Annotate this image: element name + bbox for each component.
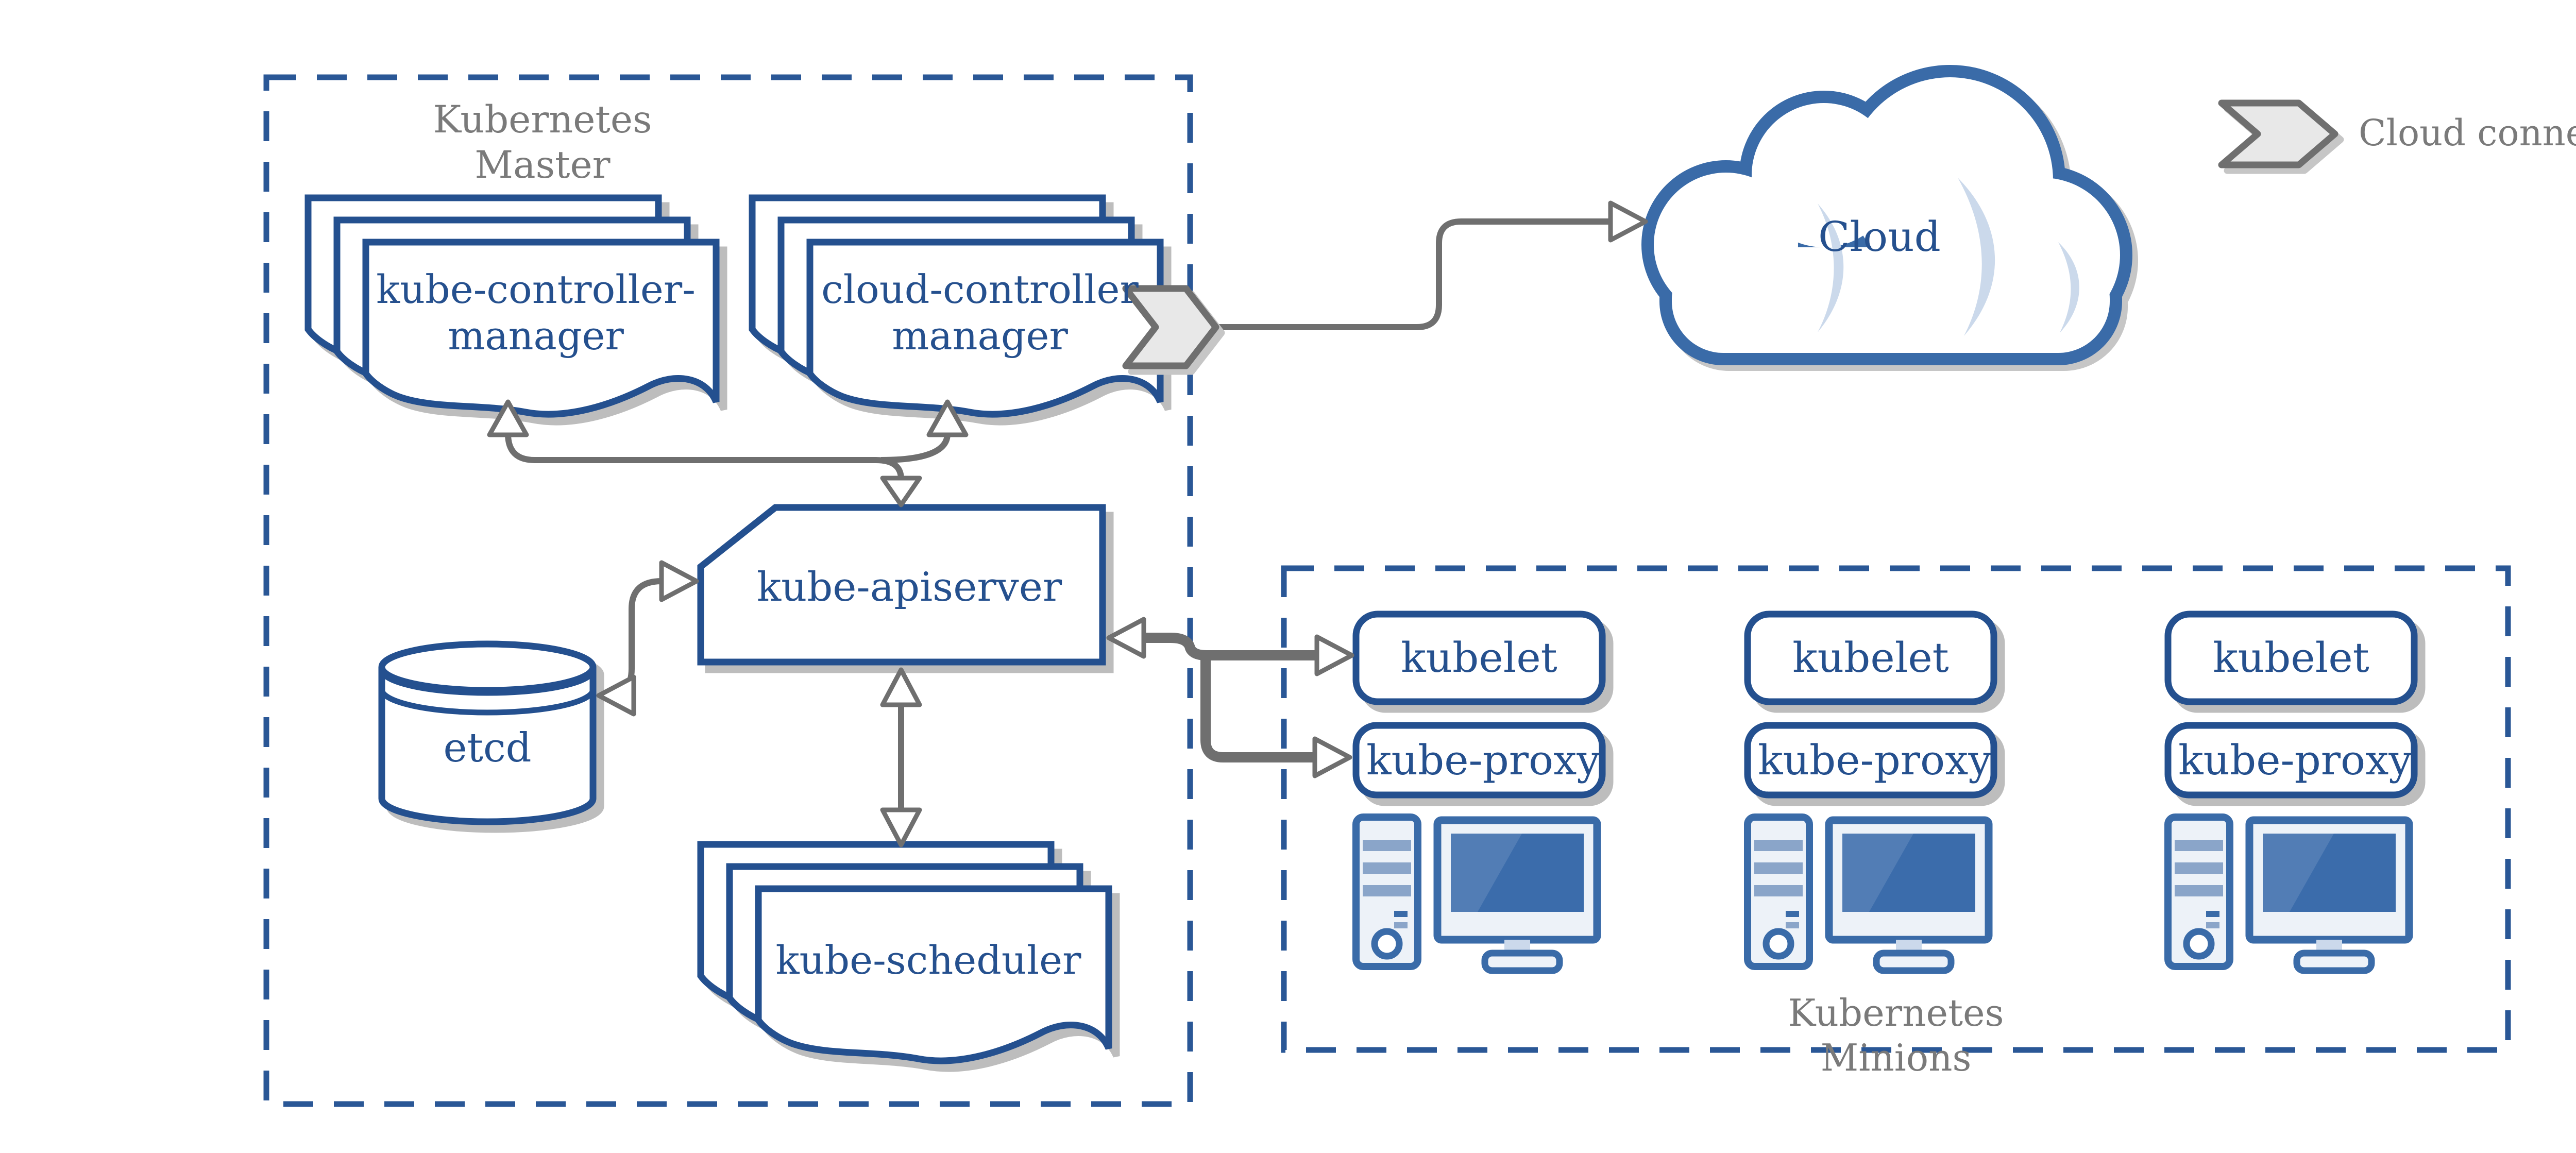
arrow-right-kubeproxy-icon — [1312, 736, 1352, 778]
kube-controller-manager-stack-icon — [304, 194, 720, 418]
kube-scheduler-label: kube-scheduler — [775, 937, 1081, 983]
arrow-right-cloud-icon — [1608, 200, 1648, 243]
computer-icon — [1744, 813, 1993, 974]
apiserver-kubeproxy-connector — [1200, 655, 1316, 762]
cloud-controller-manager-label-line2: manager — [892, 313, 1068, 359]
kubelet-box — [1352, 611, 1606, 705]
cloud-connector-line — [1216, 218, 1609, 330]
arrow-right-kubelet-icon — [1314, 634, 1354, 676]
minion-node-1 — [1352, 611, 1606, 974]
kube-apiserver-box — [697, 504, 1106, 666]
etcd-cylinder-icon — [378, 640, 597, 825]
kube-proxy-label: kube-proxy — [2178, 736, 2412, 784]
arrow-left-etcd-icon — [596, 674, 636, 717]
minions-title-line1: Kubernetes — [1788, 991, 2004, 1035]
arrow-up-cloud-controller-icon — [926, 399, 969, 437]
cloud-connector-chevron-icon — [1122, 285, 1219, 369]
kubelet-label: kubelet — [1792, 634, 1949, 682]
kubernetes-minions-box — [1281, 565, 2511, 1053]
minion-node-2 — [1744, 611, 1997, 974]
kube-proxy-label: kube-proxy — [1366, 736, 1600, 784]
arrow-up-kube-controller-icon — [487, 399, 529, 437]
kube-controller-manager-label-line1: kube-controller- — [376, 266, 696, 312]
kube-proxy-box — [1352, 722, 1606, 799]
kube-proxy-label: kube-proxy — [1758, 736, 1992, 784]
kubernetes-master-box — [263, 74, 1193, 1107]
apiserver-controllers-connector — [505, 433, 904, 480]
cloud-controller-manager-label-line1: cloud-controller — [821, 266, 1139, 312]
apiserver-kubelet-connector — [1145, 633, 1318, 660]
kube-scheduler-stack-icon — [697, 841, 1112, 1064]
minion-node-3 — [2164, 611, 2418, 974]
kube-proxy-box — [2164, 722, 2418, 799]
arrow-left-apiserver-icon — [1106, 617, 1146, 659]
computer-icon — [1352, 813, 1601, 974]
legend-label: Cloud connector — [2359, 112, 2576, 154]
kube-apiserver-label: kube-apiserver — [756, 564, 1062, 611]
cloud-controller-manager-stack-icon — [749, 194, 1164, 418]
kubelet-box — [1744, 611, 1997, 705]
arrow-down-apiserver-icon — [880, 476, 922, 507]
arrow-down-scheduler-icon — [880, 807, 922, 847]
minions-title-line2: Minions — [1820, 1036, 1972, 1079]
arrow-right-apiserver-icon — [659, 560, 699, 602]
cloud-icon — [1641, 65, 2132, 365]
arrow-up-apiserver-bottom-icon — [880, 667, 922, 707]
cloud-label: Cloud — [1818, 213, 1941, 261]
etcd-label: etcd — [443, 725, 532, 771]
kube-controller-manager-label-line2: manager — [448, 313, 624, 359]
kubelet-box — [2164, 611, 2418, 705]
master-title-line2: Master — [474, 143, 611, 187]
cloud-connector-legend-icon — [2218, 99, 2338, 168]
apiserver-cloudcontroller-branch — [880, 433, 951, 463]
kubelet-label: kubelet — [2213, 634, 2369, 682]
kube-proxy-box — [1744, 722, 1997, 799]
computer-icon — [2164, 813, 2413, 974]
cloud-sliver-highlights — [1818, 178, 2079, 336]
master-title-line1: Kubernetes — [433, 98, 652, 142]
kubelet-label: kubelet — [1401, 634, 1557, 682]
